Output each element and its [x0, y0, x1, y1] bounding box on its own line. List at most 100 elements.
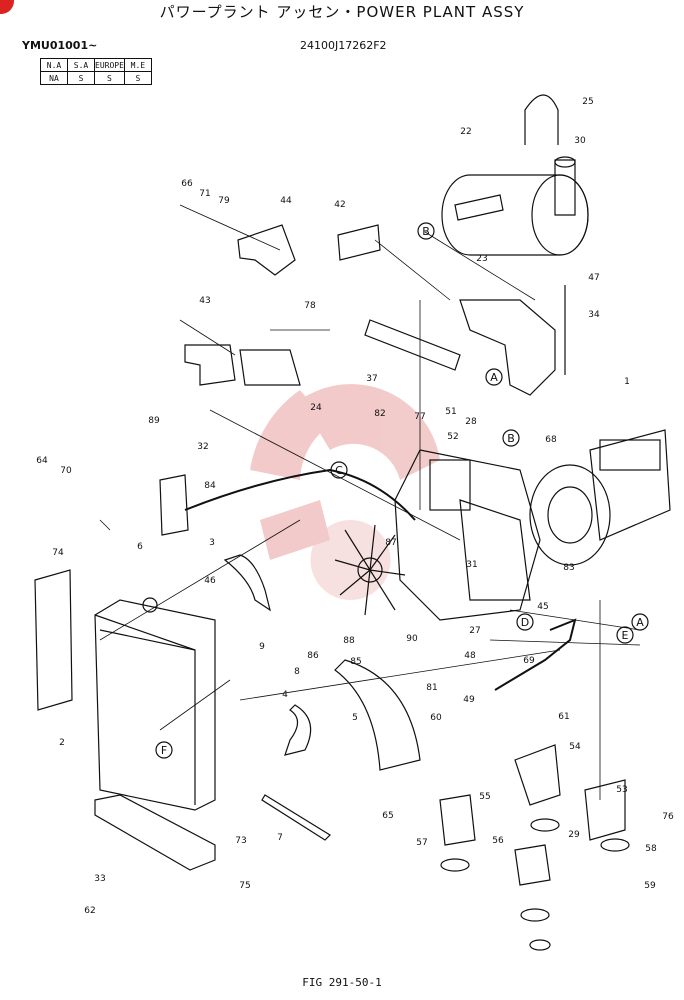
callout-c: C	[335, 464, 343, 477]
callout-a: A	[636, 616, 644, 629]
part-label: 90	[406, 634, 418, 644]
part-label: 29	[568, 830, 580, 840]
part-label: 25	[582, 97, 593, 107]
part-label: 30	[574, 136, 586, 146]
hose-4	[284, 704, 312, 756]
muffler	[441, 156, 589, 256]
part-label: 4	[282, 690, 288, 700]
part-label: 46	[204, 576, 216, 586]
callout-a: A	[490, 371, 498, 384]
radiator	[94, 597, 216, 811]
part-label: 7	[277, 833, 283, 843]
part-label: 49	[463, 695, 475, 705]
hydraulic-pump	[529, 429, 671, 566]
fan	[334, 524, 406, 616]
leader-lines	[99, 204, 641, 800]
part-label: 59	[644, 881, 656, 891]
part-label: 83	[563, 563, 574, 573]
rod-7	[261, 794, 331, 841]
assembly-part-number: 24100J17262F2	[300, 39, 387, 52]
part-label: 57	[416, 838, 427, 848]
part-label: 88	[343, 636, 355, 646]
hose-3	[223, 554, 271, 612]
part-label: 24	[310, 403, 322, 413]
bracket-42	[337, 224, 381, 261]
part-label: 2	[59, 738, 65, 748]
part-label: 61	[558, 712, 569, 722]
hose-84	[184, 468, 416, 521]
part-label: 32	[197, 442, 208, 452]
part-label: 5	[352, 713, 358, 723]
engine-mounts	[439, 744, 630, 951]
part-label: 68	[545, 435, 557, 445]
figure-number: FIG 291-50-1	[302, 976, 382, 989]
part-label: 3	[209, 538, 215, 548]
callout-f: F	[161, 744, 167, 757]
part-label: 23	[476, 254, 487, 264]
part-label: 6	[137, 542, 143, 552]
part-label: 76	[662, 812, 674, 822]
muffler-bracket	[364, 285, 566, 396]
part-label: 54	[569, 742, 581, 752]
part-label: 78	[304, 301, 316, 311]
page-title: パワープラント アッセン・POWER PLANT ASSY	[159, 3, 525, 21]
part-label: 47	[588, 273, 599, 283]
part-label: 28	[465, 417, 477, 427]
part-label: 52	[447, 432, 458, 442]
part-label: 27	[469, 626, 480, 636]
part-label: 64	[36, 456, 48, 466]
part-label: 79	[218, 196, 230, 206]
watermark-logo	[250, 384, 440, 600]
part-label: 31	[466, 560, 477, 570]
bracket-43	[184, 344, 236, 386]
part-label: 33	[94, 874, 105, 884]
part-label: 53	[616, 785, 627, 795]
part-label: 37	[366, 374, 377, 384]
bottom-frame	[94, 794, 216, 871]
part-label: 42	[334, 200, 345, 210]
part-label: 85	[350, 657, 361, 667]
part-label: 9	[259, 642, 265, 652]
part-label: 86	[307, 651, 319, 661]
part-label: 70	[60, 466, 72, 476]
part-label: 45	[537, 602, 548, 612]
frame-84	[159, 474, 189, 536]
engine-block	[394, 449, 541, 621]
part-label: 69	[523, 656, 535, 666]
part-label: 44	[280, 196, 292, 206]
part-label: 66	[181, 179, 193, 189]
pipe-34	[494, 618, 577, 691]
part-label: 74	[52, 548, 64, 558]
region-value: S	[67, 71, 95, 85]
part-label: 1	[624, 377, 630, 387]
part-label: 75	[239, 881, 250, 891]
callout-markers	[155, 222, 649, 759]
part-label: 48	[464, 651, 476, 661]
region-value-row: NA S S S	[40, 71, 152, 85]
bracket-44	[237, 224, 296, 276]
part-label: 56	[492, 836, 504, 846]
part-label: 65	[382, 811, 393, 821]
serial-range: YMU01001~	[22, 39, 98, 52]
stay-24	[239, 349, 301, 386]
part-label: 77	[414, 412, 425, 422]
fan-guard	[334, 659, 421, 771]
callout-e: E	[622, 629, 629, 642]
part-label: 73	[235, 836, 246, 846]
part-label: 22	[460, 127, 471, 137]
side-panel	[34, 569, 73, 711]
part-label: 58	[645, 844, 657, 854]
part-label: 62	[84, 906, 95, 916]
callout-d: D	[521, 616, 529, 629]
region-value: S	[123, 71, 152, 85]
callout-b: B	[507, 432, 515, 445]
part-label: 89	[148, 416, 160, 426]
part-label: 60	[430, 713, 442, 723]
part-label: 51	[445, 407, 456, 417]
region-table: N.A S.A EUROPE M.E NA S S S	[40, 58, 152, 85]
part-label: 87	[385, 538, 396, 548]
part-label: 84	[204, 481, 216, 491]
callout-b: B	[422, 225, 430, 238]
part-label: 8	[294, 667, 300, 677]
